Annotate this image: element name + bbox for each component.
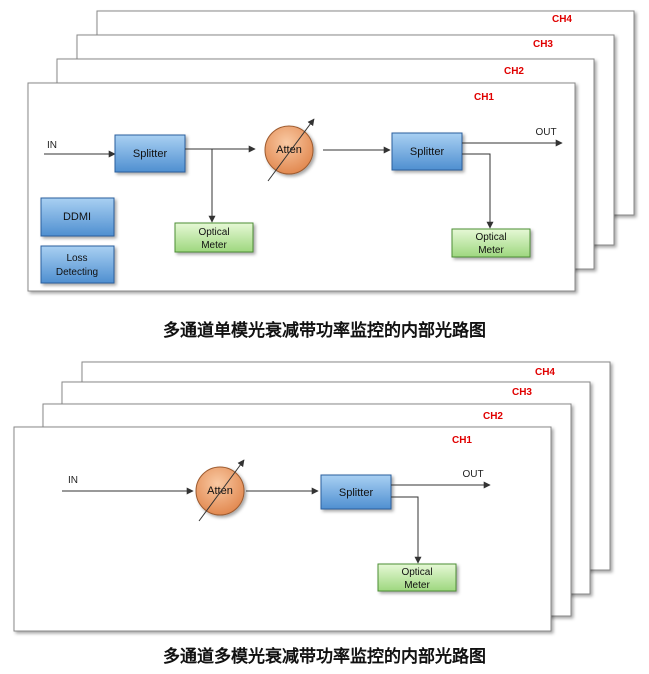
attenuator-label: Atten (276, 144, 302, 156)
optical-meter-2-line1: Optical (475, 232, 506, 243)
attenuator-circle (195, 466, 245, 516)
diagram-multi-mode: CH4 CH3 CH2 CH1 IN Atten Splitter OUT Op… (13, 361, 611, 632)
splitter-1-block (114, 134, 186, 173)
attenuator-label: Atten (207, 485, 233, 497)
loss-detecting-block (40, 245, 115, 284)
input-label: IN (68, 475, 78, 486)
channel-label-ch4: CH4 (535, 367, 555, 378)
optical-meter-2-block (451, 228, 531, 258)
output-label: OUT (535, 127, 556, 138)
input-label: IN (47, 140, 57, 151)
ddmi-label: DDMI (63, 211, 91, 223)
loss-detecting-line1: Loss (66, 253, 87, 264)
splitter-label: Splitter (339, 487, 374, 499)
attenuator-circle (264, 125, 314, 175)
caption-multi-mode: 多通道多模光衰减带功率监控的内部光路图 (163, 647, 486, 667)
optical-meter-1-block (174, 222, 254, 253)
optical-meter-1-line1: Optical (198, 227, 229, 238)
ddmi-block (40, 197, 115, 237)
optical-meter-2-line2: Meter (478, 245, 504, 256)
caption-single-mode: 多通道单模光衰减带功率监控的内部光路图 (163, 321, 486, 341)
attenuator-adjust-arrow (198, 459, 245, 522)
attenuator-adjust-arrow (267, 118, 315, 182)
channel-label-ch3: CH3 (512, 387, 532, 398)
channel-label-ch2: CH2 (504, 66, 524, 77)
channel-label-ch2: CH2 (483, 411, 503, 422)
channel-label-ch3: CH3 (533, 39, 553, 50)
output-label: OUT (462, 469, 483, 480)
splitter-2-block (391, 132, 463, 171)
optical-meter-line2: Meter (404, 580, 430, 591)
optical-meter-block (377, 563, 457, 592)
splitter-block (320, 474, 392, 510)
splitter-2-tap-line (462, 153, 494, 229)
splitter-tap-line (391, 496, 422, 564)
channel-label-ch1: CH1 (474, 92, 494, 103)
optical-meter-line1: Optical (401, 567, 432, 578)
channel-label-ch4: CH4 (552, 14, 572, 25)
channel-label-ch1: CH1 (452, 435, 472, 446)
diagram-single-mode: CH4 CH3 CH2 CH1 IN Splitter Optical Mete… (27, 10, 635, 292)
channel-panel-ch1 (13, 426, 552, 632)
loss-detecting-line2: Detecting (56, 267, 98, 278)
optical-meter-1-line2: Meter (201, 240, 227, 251)
splitter-1-label: Splitter (133, 148, 168, 160)
splitter-2-label: Splitter (410, 146, 445, 158)
